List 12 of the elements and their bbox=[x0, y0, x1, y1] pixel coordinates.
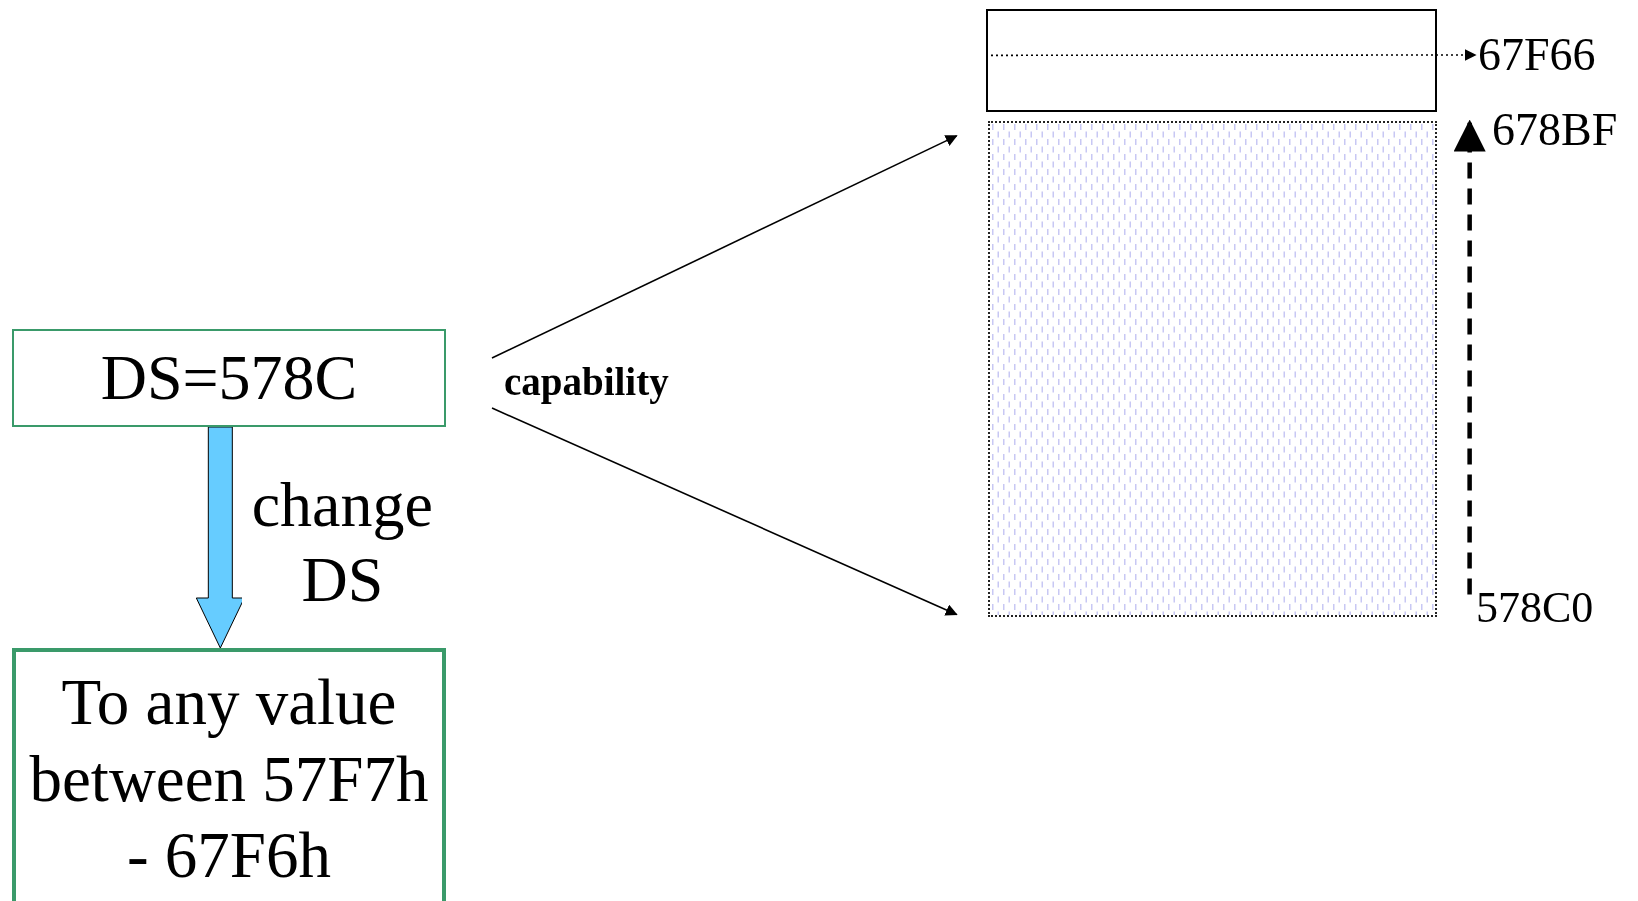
memory-block bbox=[986, 9, 1437, 112]
address-label: 67F66 bbox=[1478, 28, 1608, 82]
block-arrow bbox=[195, 426, 245, 649]
arrow bbox=[491, 135, 958, 359]
process-box: To any value between 57F7h - 67F6h bbox=[12, 648, 446, 901]
dashed-arrow bbox=[1453, 119, 1486, 595]
process-box: DS=578C bbox=[12, 329, 446, 427]
address-label: 578C0 bbox=[1460, 582, 1620, 634]
arrow bbox=[491, 407, 958, 616]
address-label: 678BF bbox=[1456, 104, 1636, 156]
memory-segment bbox=[988, 121, 1437, 617]
edge-label: capability bbox=[492, 356, 692, 408]
